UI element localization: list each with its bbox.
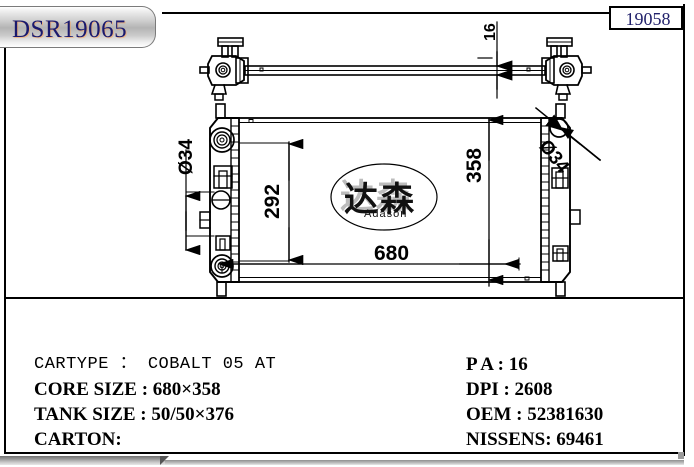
front-view-left-tank [199,103,240,297]
drawing-code-label: 19058 [625,9,671,29]
dimension-label-width: 680 [374,242,410,265]
spec-pa: P A : 16 [466,354,528,375]
spec-tank-size: TANK SIZE : 50/50×376 [34,404,234,425]
dimension-label-inner-height: 292 [261,183,284,219]
window-bottom-strip-right [165,460,684,465]
scrollbar-nub[interactable] [678,452,684,459]
spec-core-size: CORE SIZE : 680×358 [34,379,221,400]
drawing-code-box[interactable]: 19058 [609,6,683,30]
dimension-width-680 [217,257,521,273]
top-view-right-tank [541,37,592,101]
spec-nissens: NISSENS: 69461 [466,429,604,450]
brand-logo-text: 达森 [344,180,416,220]
spec-cartype: CARTYPE ： COBALT 05 AT [34,355,277,374]
spec-carton: CARTON: [34,429,122,450]
window-bottom-notch [160,456,169,465]
part-number-tab[interactable]: DSR19065 [0,6,156,48]
dimension-diameter-right [534,106,602,162]
spec-list-right: P A : 16 DPI : 2608 OEM : 52381630 NISSE… [466,352,604,452]
top-view-assembly [199,37,546,101]
dimension-height-358 [487,114,542,287]
dimension-height-292 [238,138,304,266]
brand-logo-ellipse [330,163,438,231]
part-number-label: DSR19065 [12,16,128,43]
spec-oem: OEM : 52381630 [466,404,604,425]
dimension-label-thickness: 16 [482,23,499,41]
dimension-label-diameter-left: Ø34 [176,139,197,175]
frame-top-border [162,12,685,14]
brand-logo-shadow-text: 达森 [340,177,412,217]
dimension-diameter-left [184,149,215,256]
frame-right-border [683,4,685,456]
frame-left-border [4,12,6,453]
dimension-thickness-16 [477,21,513,99]
dimension-label-height: 358 [463,147,486,183]
front-view-right-tank [540,103,581,297]
brand-logo-subtitle: Adason [364,208,408,220]
spec-divider [4,297,683,299]
frame-bottom-border [4,452,685,454]
window-bottom-strip [0,456,165,465]
spec-dpi: DPI : 2608 [466,379,553,400]
spec-list-left: CARTYPE ： COBALT 05 AT CORE SIZE : 680×3… [34,352,276,452]
